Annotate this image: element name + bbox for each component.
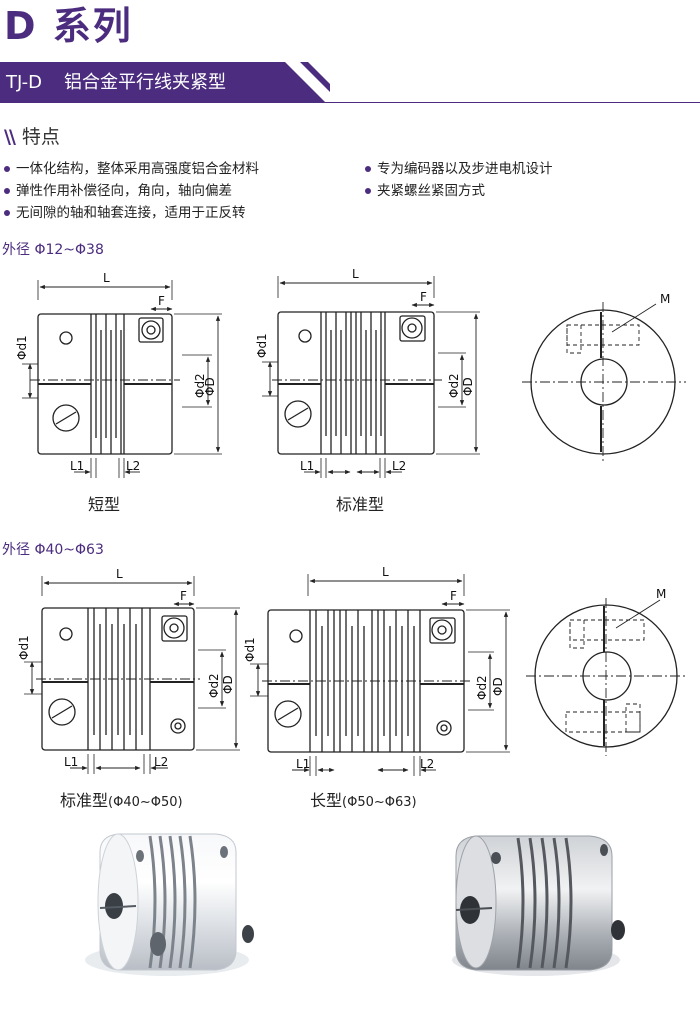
dim-d2: Φd2 <box>447 373 461 398</box>
dim-L1: L1 <box>64 755 78 769</box>
caption-short: 短型 <box>88 495 121 514</box>
feature-item: 一体化结构，整体采用高强度铝合金材料 <box>2 158 259 180</box>
caption-standard: 标准型 <box>336 495 385 514</box>
dim-L2: L2 <box>392 459 406 473</box>
dim-d2: Φd2 <box>193 373 207 398</box>
dim-M: M <box>660 292 670 306</box>
dim-L: L <box>382 565 389 579</box>
dim-L2: L2 <box>126 459 140 473</box>
drawing-long-type <box>250 574 510 776</box>
range-label-small: 外径 Φ12~Φ38 <box>2 242 104 258</box>
caption-long: 长型(Φ50~Φ63) <box>310 791 417 810</box>
dim-L: L <box>103 271 110 285</box>
dim-L2: L2 <box>154 755 168 769</box>
dim-L: L <box>352 267 359 281</box>
dim-d1: Φd1 <box>17 635 31 660</box>
dim-L1: L1 <box>296 757 310 771</box>
product-photo-white <box>85 833 254 976</box>
caption-standard-large: 标准型(Φ40~Φ50) <box>60 791 183 810</box>
feature-item: 弹性作用补偿径向，角向，轴向偏差 <box>2 180 259 202</box>
features-list-left: 一体化结构，整体采用高强度铝合金材料 弹性作用补偿径向，角向，轴向偏差 无间隙的… <box>2 158 259 224</box>
model-name: 铝合金平行线夹紧型 <box>64 72 227 93</box>
features-heading: \\特点 <box>4 126 60 148</box>
dim-L1: L1 <box>300 459 314 473</box>
series-title: D 系列 <box>4 4 133 48</box>
dim-F: F <box>180 589 187 603</box>
dim-D: ΦD <box>203 377 217 396</box>
dim-D: ΦD <box>461 377 475 396</box>
dim-M: M <box>656 587 666 601</box>
end-view-large <box>526 598 688 756</box>
range-label-large: 外径 Φ40~Φ63 <box>2 542 104 558</box>
product-photo-silver <box>452 835 625 976</box>
end-view-small <box>522 302 686 462</box>
drawing-short-type <box>22 280 222 478</box>
features-list-right: 专为编码器以及步进电机设计 夹紧螺丝紧固方式 <box>363 158 553 202</box>
dim-D: ΦD <box>491 677 505 696</box>
model-banner-shape <box>0 62 330 102</box>
feature-item: 无间隙的轴和轴套连接，适用于正反转 <box>2 202 259 224</box>
dim-F: F <box>158 294 165 308</box>
model-banner: TJ-D 铝合金平行线夹紧型 <box>6 70 226 96</box>
dim-d1: Φd1 <box>15 335 29 360</box>
dim-F: F <box>450 589 457 603</box>
dim-L1: L1 <box>70 459 84 473</box>
feature-item: 夹紧螺丝紧固方式 <box>363 180 553 202</box>
dim-D: ΦD <box>221 675 235 694</box>
model-code: TJ-D <box>6 72 43 93</box>
dim-L: L <box>116 567 123 581</box>
dim-d1: Φd1 <box>243 637 257 662</box>
drawing-standard-type <box>262 276 480 478</box>
dim-F: F <box>420 290 427 304</box>
dim-d2: Φd2 <box>207 673 221 698</box>
banner-underline <box>0 102 700 103</box>
dim-L2: L2 <box>420 757 434 771</box>
feature-item: 专为编码器以及步进电机设计 <box>363 158 553 180</box>
section-slashes-icon: \\ <box>4 126 16 148</box>
dim-d2: Φd2 <box>475 675 489 700</box>
dim-d1: Φd1 <box>255 333 269 358</box>
drawing-standard-large-type <box>24 576 240 774</box>
